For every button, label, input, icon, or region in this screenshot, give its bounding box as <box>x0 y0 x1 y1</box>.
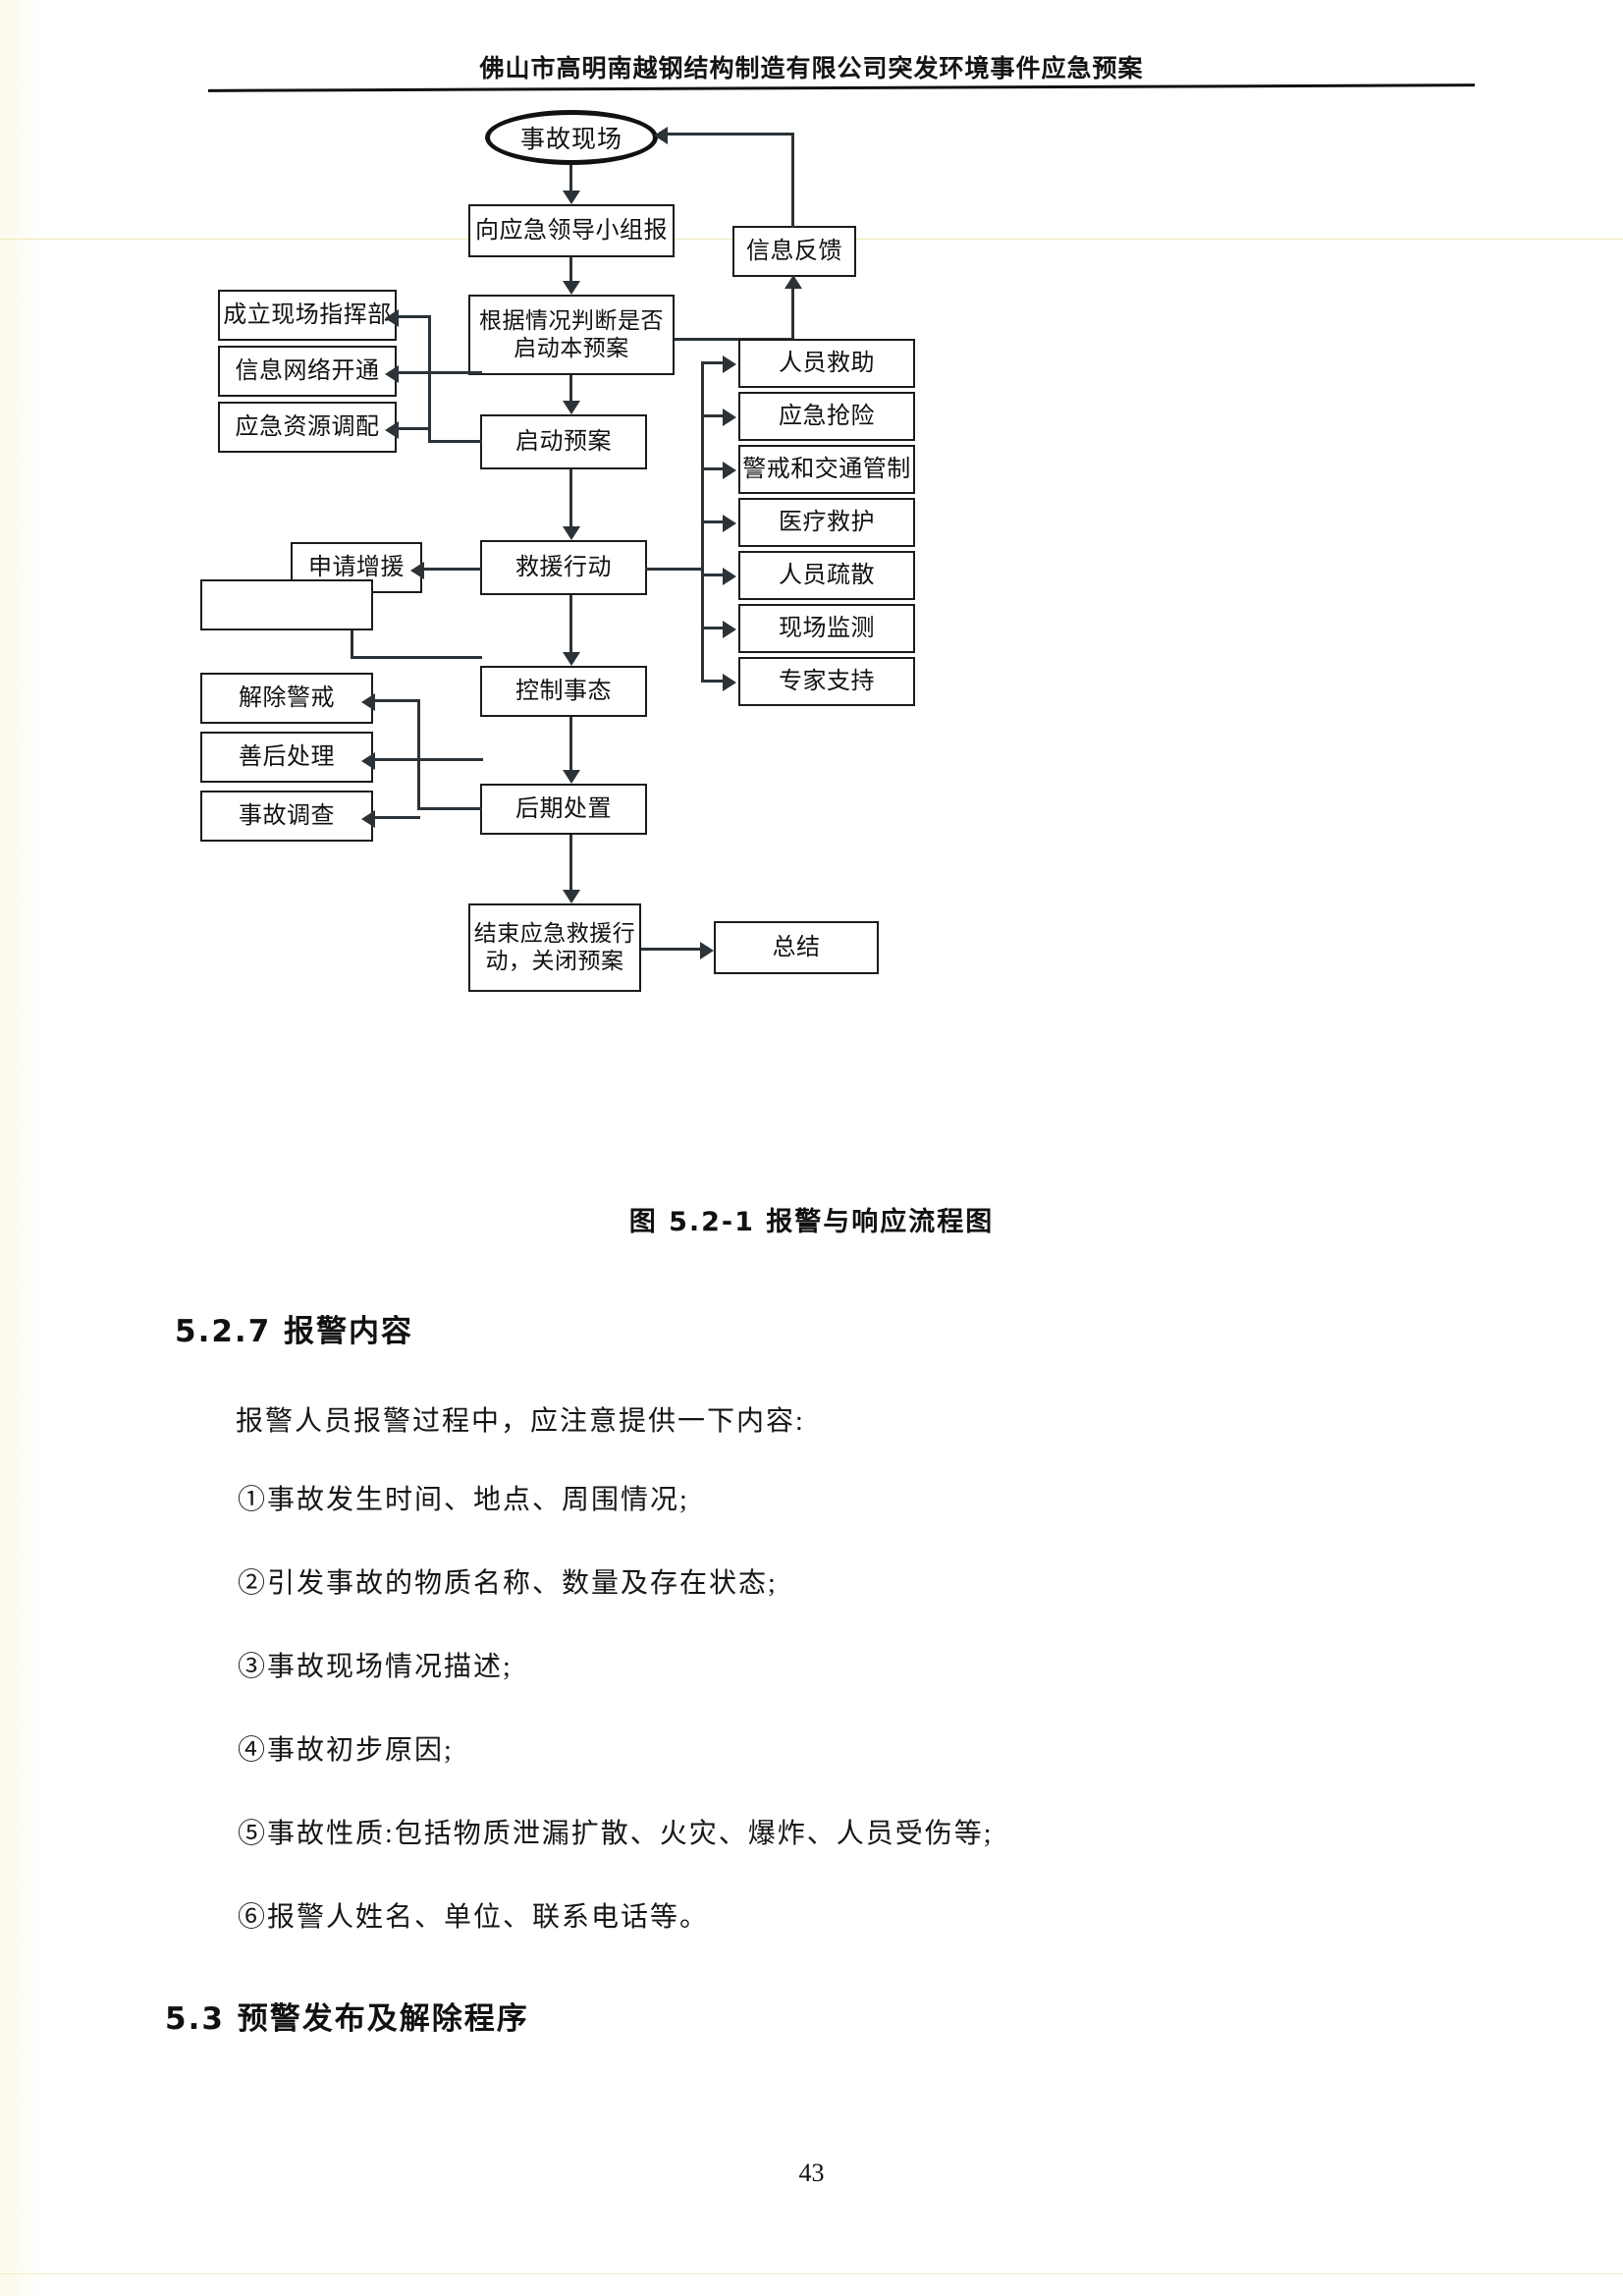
flow-node-end-rescue: 结束应急救援行 动，关闭预案 <box>468 903 641 992</box>
flow-node-personnel-evacuation: 人员疏散 <box>738 551 915 600</box>
flow-node-judge-activate: 根据情况判断是否 启动本预案 <box>468 295 675 375</box>
flowchart-figure: 事故现场 向应急领导小组报 信息反馈 根据情况判断是否 启动本预案 <box>0 106 1623 1186</box>
connector-trunk-to-resources <box>399 427 430 430</box>
connector-control-to-request-v <box>351 607 353 658</box>
arrowhead-later-to-end <box>563 890 580 903</box>
connector-branch-emergency-repair <box>701 414 725 417</box>
list-item-2: ②引发事故的物质名称、数量及存在状态; <box>238 1568 778 1599</box>
connector-trunk-to-aftermath <box>375 758 483 761</box>
section-heading-5-2-7: 5.2.7 报警内容 <box>175 1314 414 1349</box>
arrowhead-rescue-to-request <box>410 562 424 579</box>
list-item-3: ③事故现场情况描述; <box>238 1652 513 1682</box>
arrowhead-alert-traffic <box>723 462 736 479</box>
flow-node-lift-alert: 解除警戒 <box>200 673 373 724</box>
flow-node-open-network: 信息网络开通 <box>218 346 397 397</box>
arrowhead-control-to-later <box>563 770 580 784</box>
connector-rescue-to-request <box>424 568 481 571</box>
connector-branch-site-monitoring <box>701 627 725 629</box>
flow-node-later-disposal: 后期处置 <box>480 784 647 835</box>
connector-trunk-to-network <box>399 371 482 374</box>
connector-branch-alert-traffic <box>701 467 725 470</box>
page-number: 43 <box>798 2159 825 2187</box>
section-heading-5-3: 5.3 预警发布及解除程序 <box>165 2001 529 2037</box>
arrowhead-expert-support <box>723 674 736 691</box>
flow-node-accident-investigation: 事故调查 <box>200 791 373 842</box>
connector-trunk-to-lift-alert <box>375 699 420 702</box>
list-item-6: ⑥报警人姓名、单位、联系电话等。 <box>238 1902 710 1933</box>
flow-node-personnel-rescue: 人员救助 <box>738 339 915 388</box>
connector-left-trunk <box>428 315 431 442</box>
connector-branch-medical-aid <box>701 520 725 523</box>
connector-trunk-to-investigation <box>375 816 420 819</box>
flow-node-info-feedback: 信息反馈 <box>732 226 856 277</box>
flow-node-expert-support: 专家支持 <box>738 657 915 706</box>
connector-activate-to-left-trunk <box>428 440 482 443</box>
connector-rescue-to-control <box>569 595 572 656</box>
connector-branch-expert-support <box>701 680 725 683</box>
arrowhead-to-lift-alert <box>361 693 375 711</box>
arrowhead-judge-to-feedback <box>784 275 802 289</box>
header-divider-rule <box>207 83 1476 92</box>
connector-scene-to-report <box>569 165 572 194</box>
connector-judge-up-feedback <box>791 289 794 340</box>
arrowhead-feedback-to-scene <box>654 127 668 144</box>
scan-artifact-line-bottom <box>0 2273 1623 2274</box>
arrowhead-medical-aid <box>723 515 736 532</box>
flow-node-aftermath: 善后处理 <box>200 732 373 783</box>
connector-activate-to-rescue <box>569 469 572 530</box>
arrowhead-to-open-network <box>385 365 399 383</box>
paragraph-intro: 报警人员报警过程中，应注意提供一下内容: <box>236 1406 805 1437</box>
flow-node-summary: 总结 <box>714 921 879 974</box>
connector-judge-to-feedback <box>675 338 794 341</box>
connector-feedback-to-scene <box>668 133 793 136</box>
figure-caption: 图 5.2-1 报警与响应流程图 <box>628 1207 995 1237</box>
connector-later-to-end <box>569 835 572 894</box>
connector-branch-personnel-rescue <box>701 361 725 364</box>
connector-later-to-trunk <box>417 807 482 810</box>
connector-trunk-to-command <box>399 315 430 318</box>
list-item-1: ①事故发生时间、地点、周围情况; <box>238 1485 689 1515</box>
flow-node-medical-aid: 医疗救护 <box>738 498 915 547</box>
flow-node-control-situation: 控制事态 <box>480 666 647 717</box>
arrowhead-to-aftermath <box>361 752 375 770</box>
flow-node-allocate-resources: 应急资源调配 <box>218 402 397 453</box>
flow-node-lift-alert-placeholder <box>200 579 373 630</box>
flow-node-site-monitoring: 现场监测 <box>738 604 915 653</box>
arrowhead-to-allocate-resources <box>385 421 399 439</box>
list-item-4: ④事故初步原因; <box>238 1735 454 1766</box>
arrowhead-evacuation <box>723 568 736 585</box>
flow-node-activate-plan: 启动预案 <box>480 414 647 469</box>
flow-node-report-to-group: 向应急领导小组报 <box>468 204 675 257</box>
flow-node-accident-scene: 事故现场 <box>485 110 658 165</box>
arrowhead-to-set-up-command <box>385 309 399 327</box>
connector-control-to-later <box>569 717 572 774</box>
list-item-5: ⑤事故性质:包括物质泄漏扩散、火灾、爆炸、人员受伤等; <box>238 1819 994 1849</box>
arrowhead-rescue-to-control <box>563 652 580 666</box>
connector-branch-evacuation <box>701 574 725 576</box>
arrowhead-report-to-judge <box>563 281 580 295</box>
arrowhead-scene-to-report <box>563 191 580 204</box>
arrowhead-to-investigation <box>361 810 375 828</box>
flow-node-alert-traffic-control: 警戒和交通管制 <box>738 445 915 494</box>
connector-end-to-summary <box>641 948 702 951</box>
connector-feedback-up <box>791 133 794 228</box>
connector-control-to-request-h <box>351 656 482 659</box>
connector-report-to-judge <box>569 257 572 285</box>
arrowhead-activate-to-rescue <box>563 526 580 540</box>
flow-node-rescue-action: 救援行动 <box>480 540 647 595</box>
flow-node-emergency-repair: 应急抢险 <box>738 392 915 441</box>
page-header-title: 佛山市高明南越钢结构制造有限公司突发环境事件应急预案 <box>479 54 1144 82</box>
connector-left-bottom-trunk <box>417 699 420 810</box>
connector-rescue-to-right-trunk <box>645 568 704 571</box>
arrowhead-judge-to-activate <box>563 401 580 414</box>
arrowhead-emergency-repair <box>723 409 736 426</box>
arrowhead-site-monitoring <box>723 621 736 638</box>
connector-judge-to-activate <box>569 375 572 405</box>
arrowhead-personnel-rescue <box>723 355 736 373</box>
arrowhead-end-to-summary <box>700 942 714 959</box>
flow-node-set-up-command: 成立现场指挥部 <box>218 290 397 341</box>
